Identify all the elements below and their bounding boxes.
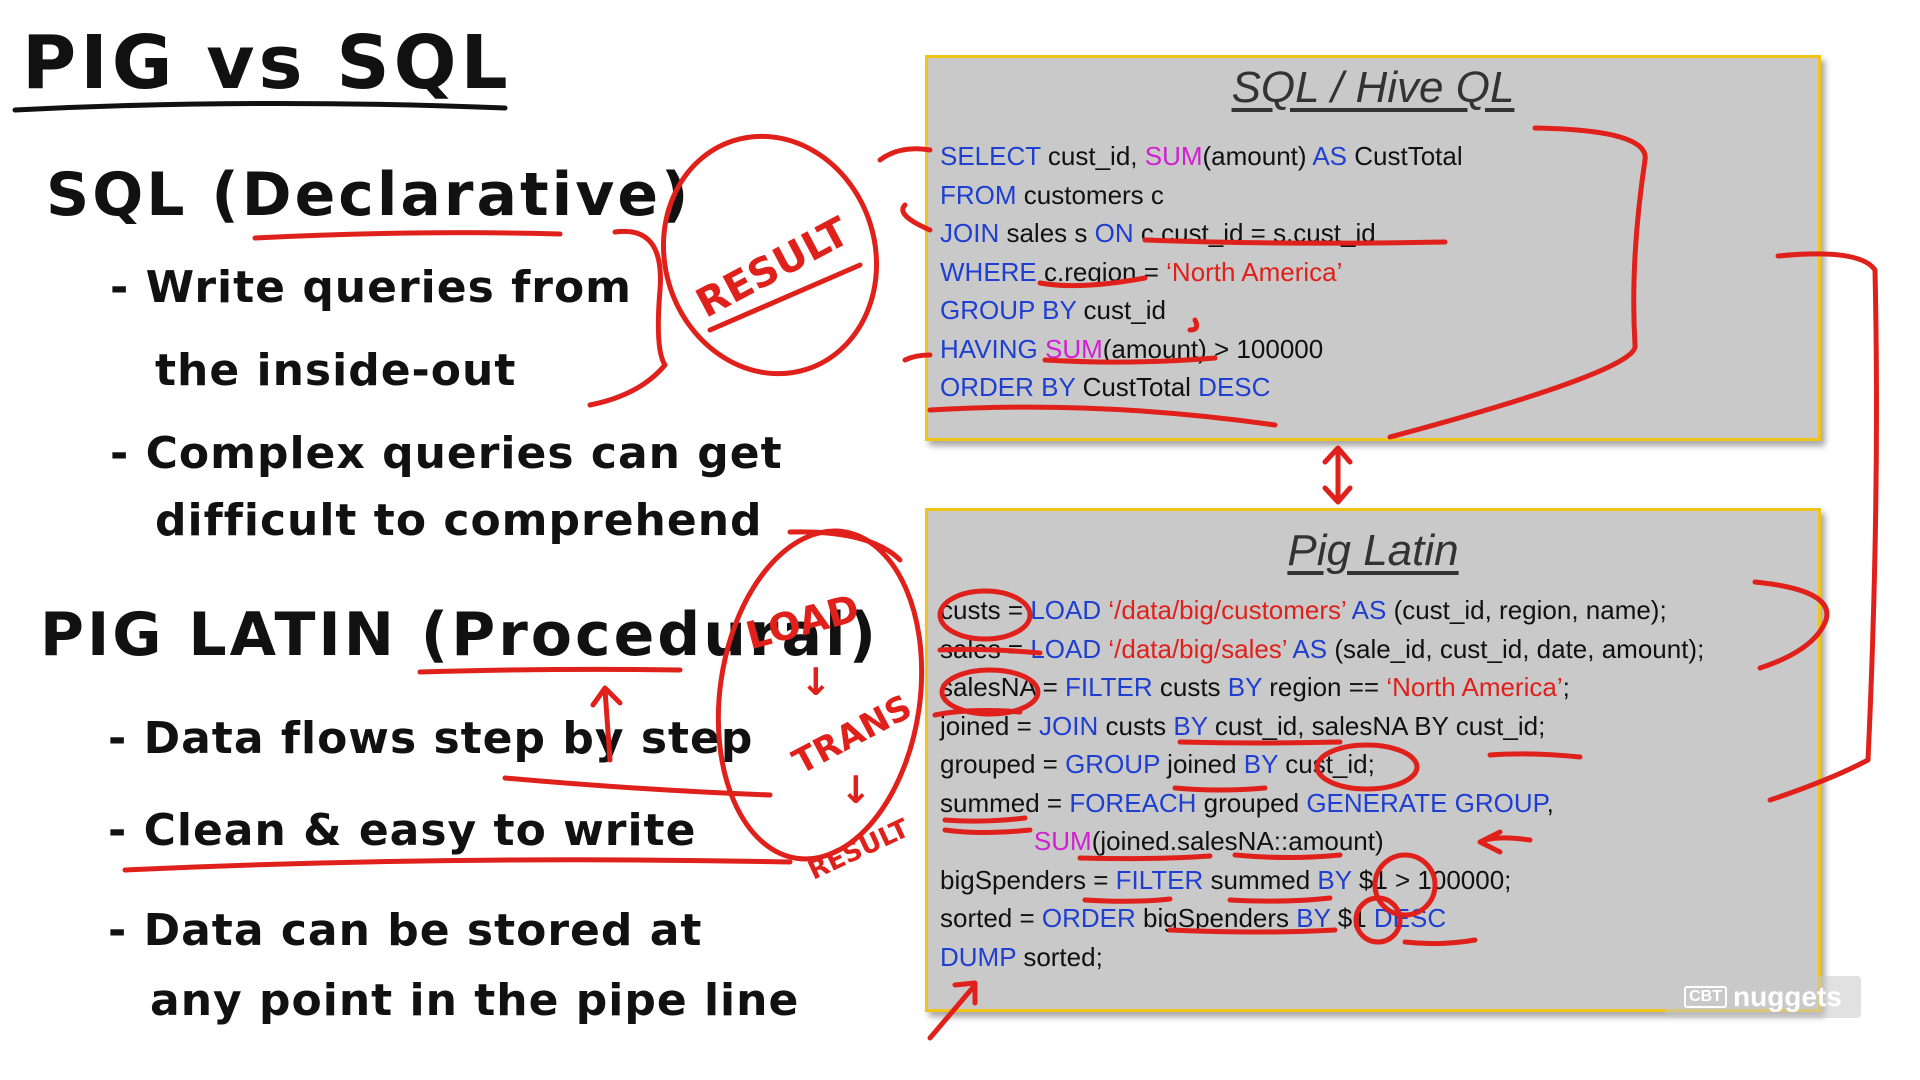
sql-bullet-1: - Write queries from [110, 262, 633, 313]
sql-token: ORDER BY [940, 372, 1083, 402]
pig-panel: Pig Latin custs = LOAD ‘/data/big/custom… [925, 508, 1821, 1012]
pig-line: grouped = GROUP joined BY cust_id; [940, 749, 1375, 780]
pig-token: summed [1210, 864, 1318, 895]
pig-token: (joined.salesNA::amount) [1091, 826, 1384, 856]
pig-line: custs = LOAD ‘/data/big/customers’ AS (c… [940, 595, 1667, 626]
pig-token: JOIN [1039, 710, 1106, 741]
sql-token: cust_id, [1047, 141, 1145, 171]
pig-token: BY [1173, 710, 1215, 741]
sql-token: CustTotal [1354, 141, 1463, 171]
sql-token: (amount) [1202, 141, 1313, 171]
pig-token: SUM [1033, 826, 1092, 856]
sql-heading: SQL (Declarative) [46, 160, 692, 230]
pig-token: (sale_id, cust_id, date, amount); [1334, 633, 1705, 664]
pig-token: (cust_id, region, name); [1393, 595, 1667, 625]
pig-token: ‘/data/big/sales’ [1108, 633, 1293, 664]
arrow-down-1: ↓ [800, 660, 832, 704]
pig-token: bigSpenders = [940, 864, 1116, 895]
sql-token: customers c [1023, 179, 1164, 210]
pig-heading: PIG LATIN (Procedural) [40, 600, 879, 670]
pig-token: LOAD [1030, 633, 1109, 664]
pig-token: GROUP [1065, 749, 1168, 779]
pig-token: FILTER [1065, 672, 1160, 702]
sql-bullet-4: difficult to comprehend [155, 495, 763, 546]
pig-token: ‘/data/big/customers’ [1108, 595, 1352, 625]
sql-token: AS [1312, 141, 1355, 171]
sql-token: SELECT [940, 141, 1048, 171]
pig-token: BY [1227, 672, 1270, 702]
pig-line: DUMP sorted; [940, 942, 1103, 973]
pig-bullet-1: - Data flows step by step [108, 713, 754, 764]
pig-token: joined [1167, 749, 1244, 779]
sql-panel: SQL / Hive QL SELECT cust_id, SUM(amount… [925, 55, 1821, 441]
sql-token: cust_id [1083, 295, 1166, 325]
sql-bullet-2: the inside-out [155, 345, 517, 396]
sql-line: ORDER BY CustTotal DESC [940, 372, 1270, 403]
pig-token: custs [1105, 710, 1174, 741]
sql-token: DESC [1198, 372, 1271, 402]
pig-token: GENERATE GROUP [1306, 787, 1547, 818]
sql-line: GROUP BY cust_id [940, 295, 1166, 326]
brand-logo: CBT nuggets [1665, 976, 1861, 1018]
pig-token: region == [1269, 672, 1387, 702]
pig-token: bigSpenders [1143, 903, 1297, 933]
page-title: PIG vs SQL [22, 20, 512, 106]
pig-token: BY [1243, 749, 1286, 779]
sql-token: sales s [1006, 218, 1095, 248]
pig-token: grouped [1203, 787, 1307, 818]
pig-line: bigSpenders = FILTER summed BY $1 > 1000… [940, 865, 1511, 896]
pig-bullet-2: - Clean & easy to write [108, 805, 697, 856]
arrow-down-2: ↓ [840, 768, 872, 812]
pig-token: AS [1292, 633, 1335, 664]
sql-line: WHERE c.region = ‘North America’ [940, 257, 1342, 288]
pig-token: sorted; [1023, 941, 1103, 972]
pig-token: ORDER [1041, 903, 1144, 933]
pig-bullet-3: - Data can be stored at [108, 905, 703, 956]
pig-token: summed = [940, 787, 1070, 818]
pig-line: summed = FOREACH grouped GENERATE GROUP, [940, 788, 1554, 819]
pig-token: cust_id, salesNA BY cust_id; [1214, 710, 1546, 741]
pig-token: joined = [940, 710, 1040, 741]
pig-token: DUMP [940, 941, 1024, 972]
pig-token: LOAD [1030, 595, 1109, 625]
sql-token: CustTotal [1082, 372, 1199, 402]
pig-token: FILTER [1115, 864, 1211, 895]
pig-token: sorted = [940, 903, 1042, 933]
pig-token: , [1546, 787, 1554, 818]
sql-token: FROM [940, 179, 1024, 210]
pig-token: custs [1159, 672, 1228, 702]
logo-box: CBT [1684, 986, 1727, 1008]
sql-line: FROM customers c [940, 180, 1164, 211]
pig-token: BY [1317, 864, 1359, 895]
sql-line: SELECT cust_id, SUM(amount) AS CustTotal [940, 141, 1463, 172]
sql-token: GROUP BY [940, 295, 1084, 325]
pig-token: ‘North America’ [1386, 672, 1563, 702]
pig-token: ; [1562, 672, 1570, 702]
sql-token: SUM [1144, 141, 1203, 171]
sql-panel-title: SQL / Hive QL [1231, 63, 1515, 112]
pig-line: joined = JOIN custs BY cust_id, salesNA … [940, 711, 1545, 742]
sql-token: ‘North America’ [1166, 256, 1343, 287]
pig-token: grouped = [940, 749, 1066, 779]
pig-token: FOREACH [1069, 787, 1204, 818]
pig-token: AS [1351, 595, 1394, 625]
sql-token: HAVING [940, 333, 1045, 364]
pig-line: SUM(joined.salesNA::amount) [940, 826, 1384, 857]
sql-token: ON [1094, 218, 1141, 248]
pig-bullet-4: any point in the pipe line [150, 975, 800, 1026]
sql-token: WHERE [940, 256, 1044, 287]
logo-text: nuggets [1733, 981, 1842, 1012]
sql-bullet-3: - Complex queries can get [110, 428, 783, 479]
pig-line: sorted = ORDER bigSpenders BY $1 DESC [940, 903, 1446, 934]
pig-panel-title: Pig Latin [1287, 526, 1459, 575]
pig-token: BY [1296, 903, 1338, 933]
sql-token: JOIN [940, 218, 1007, 248]
